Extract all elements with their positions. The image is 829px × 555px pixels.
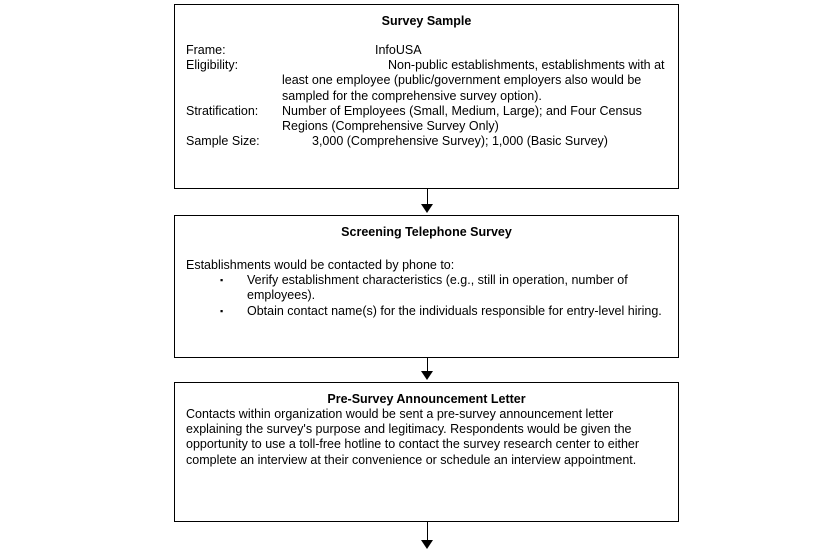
arrowhead-down-icon [421,204,433,213]
definition-term-frame: Frame: [186,43,226,57]
node-title-survey-sample: Survey Sample [381,14,472,28]
definition-value-eligibility: Non-public establishments, establishment… [282,58,665,103]
definition-term-eligibility: Eligibility: [186,58,239,73]
connector-stem [427,189,428,206]
definition-list: Frame: InfoUSA Eligibility: Non-public e… [186,43,668,149]
definition-value-sample-size: 3,000 (Comprehensive Survey); 1,000 (Bas… [312,134,608,149]
list-item-text: Obtain contact name(s) for the individua… [247,303,662,318]
connector-arrow-screening-to-presurvey [0,358,829,382]
square-bullet-icon: ▪ [220,275,224,286]
list-item: ▪ Obtain contact name(s) for the individ… [186,304,668,319]
connector-arrow-presurvey-to-next [0,522,829,555]
definition-term-sample-size: Sample Size: [186,134,260,149]
definition-value-stratification: Number of Employees (Small, Medium, Larg… [282,103,642,134]
screening-bullet-list: ▪ Verify establishment characteristics (… [186,273,668,319]
node-title-presurvey: Pre-Survey Announcement Letter [327,392,526,406]
definition-term-stratification: Stratification: [186,103,259,118]
connector-arrow-survey-sample-to-screening [0,189,829,215]
screening-intro-text: Establishments would be contacted by pho… [186,258,455,272]
list-item: ▪ Verify establishment characteristics (… [186,273,668,303]
flowchart-node-presurvey: Pre-Survey Announcement Letter Contacts … [174,382,679,522]
connector-stem [427,358,428,373]
list-item-text: Verify establishment characteristics (e.… [247,273,628,303]
connector-stem [427,522,428,542]
arrowhead-down-icon [421,371,433,380]
definition-value-frame: InfoUSA [375,43,422,57]
node-title-screening: Screening Telephone Survey [341,225,512,239]
flowchart-node-screening: Screening Telephone Survey Establishment… [174,215,679,358]
presurvey-paragraph: Contacts within organization would be se… [186,407,640,467]
node-body-presurvey: Contacts within organization would be se… [175,407,678,468]
node-body-survey-sample: Frame: InfoUSA Eligibility: Non-public e… [175,43,678,149]
definition-row-sample-size: Sample Size: 3,000 (Comprehensive Survey… [186,134,668,149]
node-body-screening: Establishments would be contacted by pho… [175,258,678,319]
flowchart-node-survey-sample: Survey Sample Frame: InfoUSA Eligibility… [174,4,679,189]
arrowhead-down-icon [421,540,433,549]
definition-row-eligibility: Eligibility: Non-public establishments, … [186,58,668,104]
square-bullet-icon: ▪ [220,305,224,316]
definition-row-stratification: Stratification: Number of Employees (Sma… [186,104,668,134]
definition-row-frame: Frame: InfoUSA [186,43,668,58]
